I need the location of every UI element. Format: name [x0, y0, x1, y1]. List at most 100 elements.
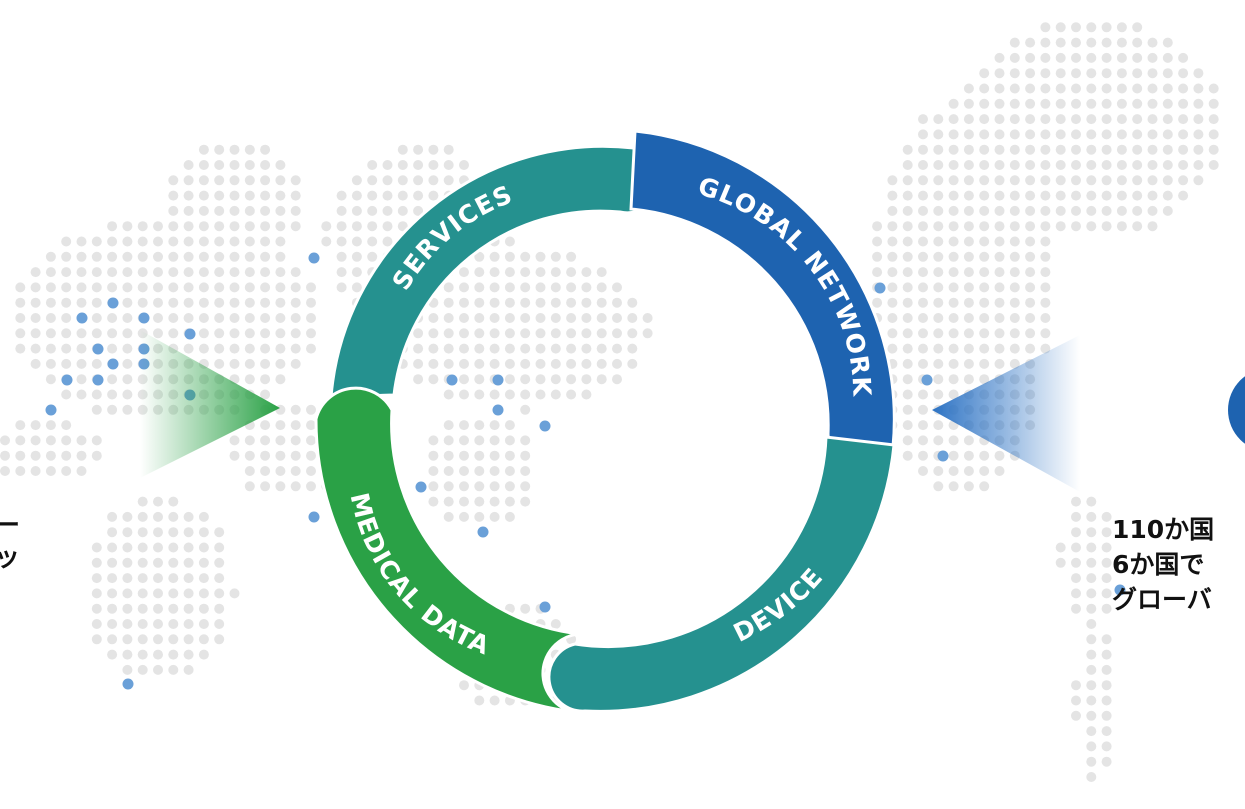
map-dot [1071, 22, 1081, 33]
map-dot [76, 374, 87, 385]
map-dot [933, 374, 944, 385]
map-dot [413, 374, 424, 385]
map-dot [1040, 83, 1051, 94]
map-dot [459, 160, 469, 170]
map-dot [918, 221, 928, 232]
map-dot [1162, 114, 1173, 125]
map-dot [994, 144, 1005, 155]
map-dot [887, 343, 898, 354]
map-dot [198, 251, 209, 262]
map-dot [994, 160, 1005, 170]
map-dot [566, 313, 577, 323]
map-dot [1055, 190, 1066, 201]
ring-segment-medical-data [314, 386, 586, 715]
map-dot-highlight [122, 678, 134, 690]
map-dot [1086, 542, 1097, 553]
map-dot [397, 205, 408, 216]
map-dot [91, 328, 102, 339]
map-dot [183, 527, 194, 538]
map-dot [474, 374, 485, 385]
map-dot [183, 542, 194, 553]
map-dot [260, 420, 271, 431]
map-dot [1009, 343, 1020, 354]
map-dot [1101, 557, 1112, 568]
map-dot [122, 588, 133, 599]
map-dot [1055, 221, 1066, 232]
map-dot [351, 221, 362, 232]
map-dot [550, 297, 561, 308]
map-dot [0, 466, 10, 476]
map-dot [1147, 129, 1158, 140]
map-dot [1025, 282, 1036, 293]
world-map-dots [0, 22, 1219, 782]
map-dot [1071, 221, 1081, 232]
map-dot [1086, 22, 1097, 33]
map-dot [107, 282, 118, 293]
map-dot [1040, 52, 1051, 63]
map-dot [459, 282, 469, 293]
map-dot [520, 297, 531, 308]
map-dot [994, 190, 1005, 201]
map-dot [244, 190, 255, 201]
map-dot [1116, 114, 1127, 125]
map-dot [489, 481, 500, 492]
map-dot [1178, 190, 1189, 201]
map-dot [336, 267, 347, 278]
map-dot [122, 282, 133, 293]
map-dot [275, 160, 286, 170]
map-dot [948, 282, 959, 293]
map-dot [76, 282, 87, 293]
map-dot [107, 236, 118, 247]
map-dot [45, 450, 56, 461]
map-dot [596, 267, 607, 278]
map-dot [1086, 98, 1097, 109]
map-dot [30, 282, 41, 293]
map-dot [198, 221, 209, 232]
map-dot [504, 328, 515, 339]
map-dot [1101, 144, 1112, 155]
map-dot [520, 404, 531, 415]
map-dot [1040, 282, 1051, 293]
map-dot [1086, 588, 1097, 599]
map-dot [979, 129, 990, 140]
map-dot [290, 282, 301, 293]
map-dot [382, 160, 393, 170]
map-dot [290, 358, 301, 369]
map-dot [45, 358, 56, 369]
map-dot [1101, 680, 1112, 691]
map-dot [902, 282, 913, 293]
map-dot [244, 144, 255, 155]
map-dot [183, 313, 194, 323]
map-dot [994, 343, 1005, 354]
map-dot [1101, 603, 1112, 614]
map-dot [336, 190, 347, 201]
map-dot [30, 466, 41, 476]
map-dot-highlight [921, 374, 933, 386]
map-dot [1086, 144, 1097, 155]
map-dot [1086, 129, 1097, 140]
map-dot [1071, 710, 1081, 721]
map-dot [520, 267, 531, 278]
map-dot [918, 114, 928, 125]
map-dot [979, 313, 990, 323]
map-dot [948, 466, 959, 476]
map-dot [459, 420, 469, 431]
map-dot [351, 205, 362, 216]
map-dot [260, 205, 271, 216]
map-dot-highlight [76, 312, 88, 324]
map-dot [214, 144, 225, 155]
map-dot [1086, 619, 1097, 629]
map-dot [1071, 205, 1081, 216]
map-dot [306, 404, 316, 415]
map-dot [45, 420, 56, 431]
map-dot [1071, 98, 1081, 109]
map-dot [918, 358, 928, 369]
map-dot [948, 297, 959, 308]
map-dot [979, 450, 990, 461]
map-dot [168, 527, 179, 538]
map-dot [198, 634, 209, 645]
map-dot [168, 221, 179, 232]
map-dot [107, 374, 118, 385]
map-dot [1086, 603, 1097, 614]
map-dot [107, 267, 118, 278]
